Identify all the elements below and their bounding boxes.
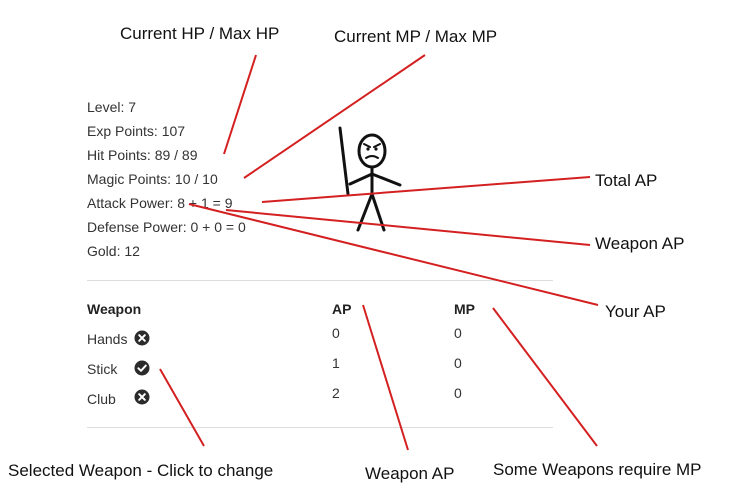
- weapon-name-club: Club: [87, 391, 116, 407]
- divider-bottom: [87, 427, 553, 428]
- annotation-current-hp: Current HP / Max HP: [120, 24, 280, 43]
- weapon-mp-club: 0: [454, 385, 462, 401]
- check-circle-icon[interactable]: [134, 360, 150, 376]
- header-weapon: Weapon: [87, 301, 142, 317]
- stick-figure-avatar: [338, 126, 402, 232]
- line-total-ap: [261, 176, 591, 203]
- annotation-weapon-ap-right: Weapon AP: [595, 234, 685, 253]
- weapon-name-stick: Stick: [87, 361, 118, 377]
- annotation-some-weapons-mp: Some Weapons require MP: [493, 460, 702, 479]
- line-current-hp: [223, 54, 257, 155]
- line-current-mp: [243, 54, 426, 179]
- weapon-ap-stick: 1: [332, 355, 340, 371]
- x-circle-icon[interactable]: [134, 389, 150, 405]
- annotation-selected-weapon: Selected Weapon - Click to change: [8, 461, 274, 480]
- stat-level: Level: 7: [87, 99, 137, 115]
- x-circle-icon[interactable]: [134, 330, 150, 346]
- weapon-mp-stick: 0: [454, 355, 462, 371]
- stat-attack: Attack Power: 8 + 1 = 9: [87, 195, 233, 211]
- line-weapon-ap-right: [225, 209, 591, 246]
- weapon-ap-hands: 0: [332, 325, 340, 341]
- header-ap: AP: [332, 301, 352, 317]
- line-selected-weapon: [159, 368, 205, 447]
- divider-top: [87, 280, 553, 281]
- header-mp: MP: [454, 301, 475, 317]
- weapon-ap-club: 2: [332, 385, 340, 401]
- line-some-weapons-mp: [492, 307, 598, 447]
- annotation-current-mp: Current MP / Max MP: [334, 27, 498, 46]
- stat-defense: Defense Power: 0 + 0 = 0: [87, 219, 246, 235]
- weapon-mp-hands: 0: [454, 325, 462, 341]
- line-your-ap: [188, 203, 599, 306]
- annotation-total-ap: Total AP: [595, 171, 658, 190]
- weapon-name-hands: Hands: [87, 331, 128, 347]
- stat-exp: Exp Points: 107: [87, 123, 186, 139]
- line-weapon-ap-bottom: [362, 304, 409, 451]
- stat-gold: Gold: 12: [87, 243, 140, 259]
- annotation-weapon-ap-bottom: Weapon AP: [365, 464, 455, 483]
- stat-hp: Hit Points: 89 / 89: [87, 147, 198, 163]
- annotation-your-ap: Your AP: [605, 302, 666, 321]
- stat-mp: Magic Points: 10 / 10: [87, 171, 218, 187]
